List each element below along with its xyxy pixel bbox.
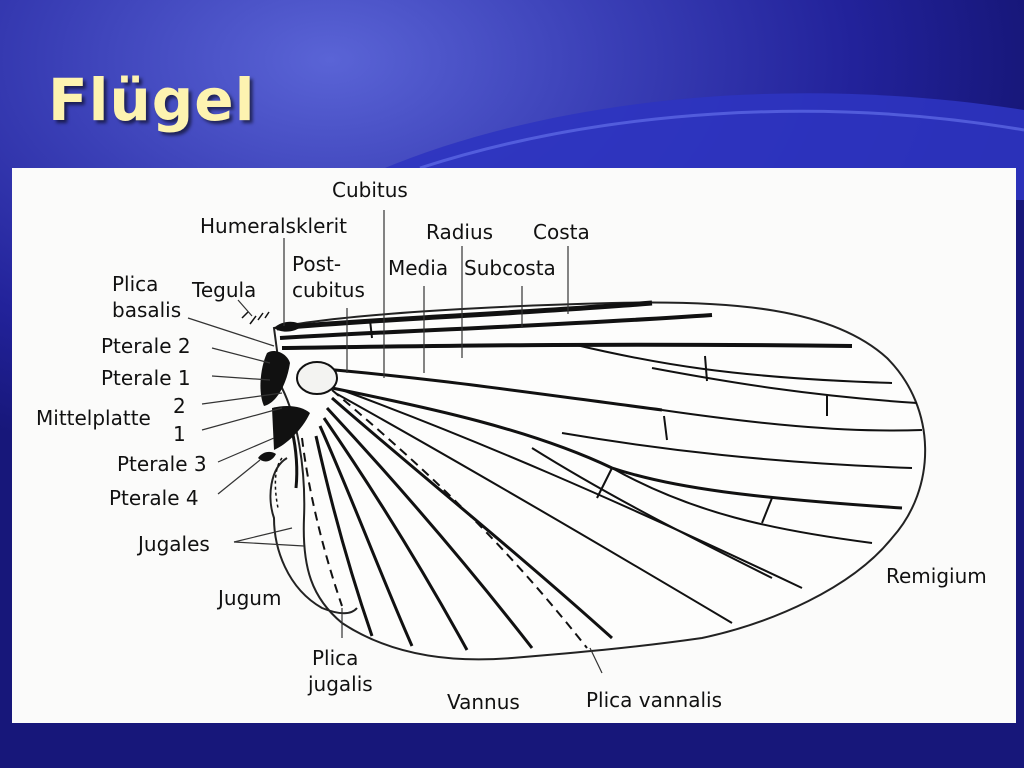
label-humeralsklerit: Humeralsklerit — [200, 214, 348, 238]
label-plica-jugalis-1: Plica — [312, 646, 359, 670]
tegula-sclerite — [274, 321, 302, 332]
leader-jugales-b — [233, 541, 305, 547]
label-radius: Radius — [426, 220, 494, 244]
media-vein — [311, 366, 663, 412]
label-plica-jugalis-2: jugalis — [308, 672, 373, 696]
leader-tegula — [237, 299, 253, 317]
label-mittelplatte: Mittelplatte — [36, 406, 151, 430]
radius-vein — [281, 342, 853, 350]
label-vannus: Vannus — [447, 690, 520, 714]
leader-mittelplatte-1 — [201, 407, 283, 431]
label-tegula: Tegula — [192, 278, 257, 302]
label-costa: Costa — [533, 220, 590, 244]
leader-plica-basalis — [187, 317, 275, 347]
label-postcubitus-2: cubitus — [292, 278, 365, 302]
label-mittelplatte-2: 2 — [173, 394, 186, 418]
costa-vein — [276, 300, 653, 331]
plica-jugalis-fold — [301, 437, 343, 607]
label-pterale-4: Pterale 4 — [109, 486, 199, 510]
label-subcosta: Subcosta — [464, 256, 556, 280]
leader-plica-vannalis — [589, 647, 603, 674]
label-plica-basalis-2: basalis — [112, 298, 182, 322]
leader-pterale-2 — [211, 347, 271, 364]
wing-diagram — [187, 210, 927, 674]
wing-outline — [272, 301, 927, 661]
label-jugales: Jugales — [138, 532, 210, 556]
leader-pterale-1 — [211, 375, 271, 381]
leader-jugales-a — [233, 527, 293, 543]
leader-mittelplatte-2 — [201, 392, 283, 405]
label-remigium: Remigium — [886, 564, 987, 588]
label-pterale-3: Pterale 3 — [117, 452, 207, 476]
label-postcubitus-1: Post- — [292, 252, 342, 276]
label-cubitus: Cubitus — [332, 178, 408, 202]
label-pterale-2: Pterale 2 — [101, 334, 191, 358]
label-jugum: Jugum — [218, 586, 282, 610]
label-mittelplatte-1: 1 — [173, 422, 186, 446]
slide-title: Flügel — [48, 66, 256, 134]
label-plica-basalis-1: Plica — [112, 272, 159, 296]
wing-figure: Cubitus Humeralsklerit Radius Costa Post… — [12, 168, 1016, 723]
mittelplatte-sclerite — [296, 361, 338, 395]
plica-vannalis-fold — [331, 389, 588, 649]
leader-pterale-3 — [217, 437, 275, 463]
subcosta-vein — [279, 313, 713, 340]
pterale-sclerites — [260, 351, 290, 406]
label-plica-vannalis: Plica vannalis — [586, 688, 723, 712]
leader-pterale-4 — [217, 459, 261, 495]
label-media: Media — [388, 256, 449, 280]
label-pterale-1: Pterale 1 — [101, 366, 191, 390]
